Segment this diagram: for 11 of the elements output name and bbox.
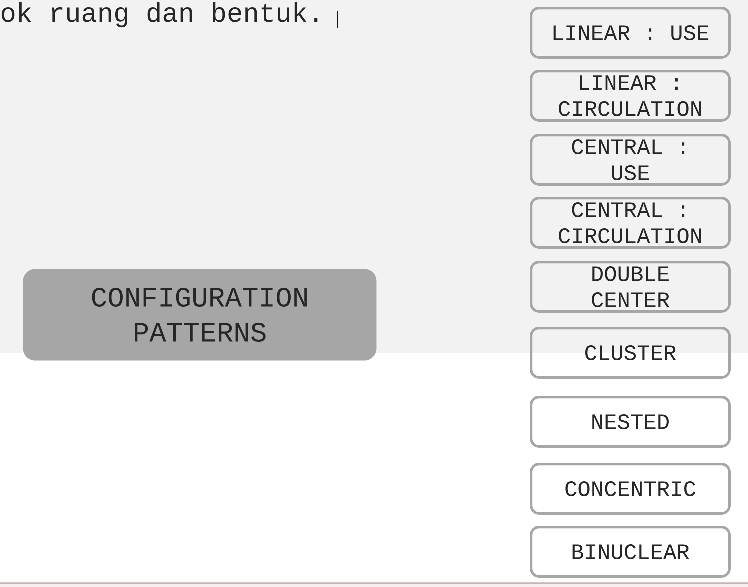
- rounded-box: BINUCLEAR: [530, 526, 731, 578]
- rounded-box: DOUBLE CENTER: [530, 260, 731, 313]
- rounded-box: CENTRAL : USE: [530, 134, 731, 186]
- rounded-box: LINEAR : CIRCULATION: [530, 70, 731, 122]
- body-text: ok ruang dan bentuk.: [2, 2, 318, 28]
- rounded-box: LINEAR : USE: [530, 6, 731, 59]
- rounded-box: NESTED: [530, 396, 731, 448]
- rounded-box: CONCENTRIC: [530, 462, 731, 515]
- rounded-box: CLUSTER: [530, 326, 731, 379]
- rounded-box: CENTRAL : CIRCULATION: [530, 196, 731, 249]
- title-box: CONFIGURATION PATTERNS: [23, 269, 377, 361]
